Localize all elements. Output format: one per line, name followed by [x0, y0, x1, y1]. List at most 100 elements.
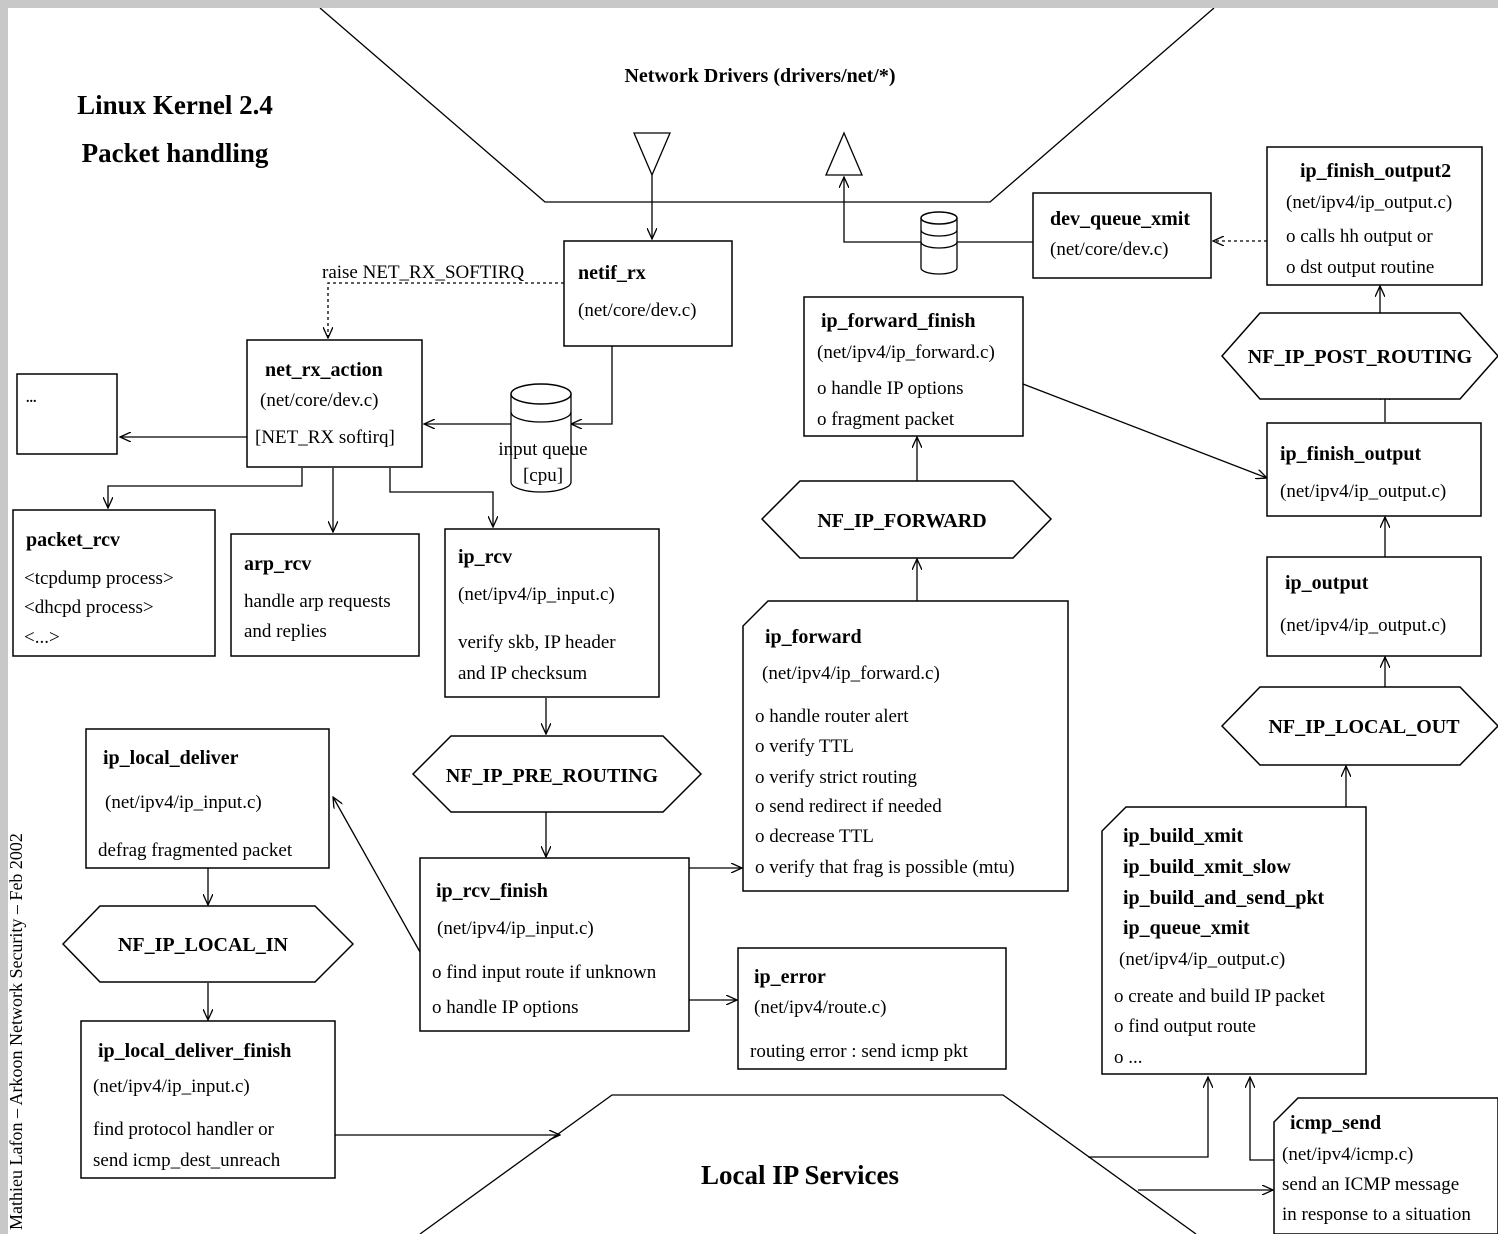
ip-rcv-line1: verify skb, IP header [458, 632, 616, 653]
hook-forward-label: NF_IP_FORWARD [817, 510, 986, 532]
ip-finish-output-file: (net/ipv4/ip_output.c) [1280, 481, 1446, 502]
icmp-send-name: icmp_send [1290, 1112, 1381, 1134]
ip-error-line1: routing error : send icmp pkt [750, 1041, 969, 1062]
diagram-title-line2: Packet handling [82, 138, 269, 168]
input-queue-cpu-label: [cpu] [523, 465, 563, 486]
ip-local-deliver-finish-line2: send icmp_dest_unreach [93, 1150, 281, 1171]
ip-error-name: ip_error [754, 966, 826, 988]
unknown-handler-name: ... [26, 391, 37, 406]
packet-rcv-line2: <dhcpd process> [24, 597, 154, 618]
ip-build-xmit-line2: o find output route [1114, 1016, 1256, 1037]
hook-nf-ip-local-out: NF_IP_LOCAL_OUT [1220, 686, 1498, 766]
box-unknown-handler: ... [16, 373, 118, 455]
ip-forward-finish-line1: o handle IP options [817, 378, 964, 399]
ip-rcv-line2: and IP checksum [458, 663, 587, 684]
packet-rcv-line3: <...> [24, 627, 60, 648]
hook-nf-ip-post-routing: NF_IP_POST_ROUTING [1220, 312, 1498, 400]
hook-local-out-label: NF_IP_LOCAL_OUT [1268, 716, 1460, 738]
ip-output-file: (net/ipv4/ip_output.c) [1280, 615, 1446, 636]
netif-rx-file: (net/core/dev.c) [578, 300, 697, 321]
ip-rcv-file: (net/ipv4/ip_input.c) [458, 584, 615, 605]
network-drivers-block: Network Drivers (drivers/net/*) [319, 7, 1215, 203]
local-ip-services-label: Local IP Services [701, 1160, 899, 1190]
box-packet-rcv: packet_rcv <tcpdump process> <dhcpd proc… [12, 509, 216, 657]
box-ip-build-xmit: ip_build_xmit ip_build_xmit_slow ip_buil… [1101, 806, 1367, 1075]
ip-local-deliver-finish-name: ip_local_deliver_finish [98, 1040, 291, 1062]
arp-rcv-line2: and replies [244, 621, 327, 642]
ip-forward-line3: o verify strict routing [755, 767, 917, 788]
dev-queue-xmit-name: dev_queue_xmit [1050, 208, 1190, 230]
ip-rcv-name: ip_rcv [458, 546, 512, 568]
ip-forward-file: (net/ipv4/ip_forward.c) [762, 663, 940, 684]
hook-nf-ip-pre-routing: NF_IP_PRE_ROUTING [411, 735, 703, 813]
tx-triangle-icon [825, 131, 863, 176]
rx-triangle-icon [633, 132, 671, 177]
ip-build-and-send-pkt-name: ip_build_and_send_pkt [1123, 887, 1325, 909]
ip-local-deliver-name: ip_local_deliver [103, 747, 239, 769]
net-rx-action-line1: [NET_RX softirq] [255, 427, 395, 448]
ip-rcv-finish-name: ip_rcv_finish [436, 880, 548, 902]
box-dev-queue-xmit: dev_queue_xmit (net/core/dev.c) [1032, 192, 1212, 279]
ip-forward-finish-file: (net/ipv4/ip_forward.c) [817, 342, 995, 363]
hook-post-routing-label: NF_IP_POST_ROUTING [1248, 346, 1473, 368]
hook-nf-ip-forward: NF_IP_FORWARD [760, 480, 1053, 559]
ip-rcv-finish-file: (net/ipv4/ip_input.c) [437, 918, 594, 939]
box-netif-rx: netif_rx (net/core/dev.c) [563, 240, 733, 347]
packet-rcv-line1: <tcpdump process> [24, 568, 174, 589]
box-ip-error: ip_error (net/ipv4/route.c) routing erro… [737, 947, 1007, 1070]
packet-rcv-name: packet_rcv [26, 529, 120, 551]
ip-local-deliver-file: (net/ipv4/ip_input.c) [105, 792, 262, 813]
box-ip-local-deliver: ip_local_deliver (net/ipv4/ip_input.c) d… [85, 728, 330, 869]
ip-finish-output2-name: ip_finish_output2 [1300, 160, 1451, 182]
box-ip-forward: ip_forward (net/ipv4/ip_forward.c) o han… [742, 600, 1069, 892]
window-frame-left [0, 0, 8, 1234]
ip-finish-output-name: ip_finish_output [1280, 443, 1422, 465]
ip-finish-output2-file: (net/ipv4/ip_output.c) [1286, 192, 1452, 213]
ip-forward-line4: o send redirect if needed [755, 796, 942, 817]
ip-build-xmit-file: (net/ipv4/ip_output.c) [1119, 949, 1285, 970]
netif-rx-name: netif_rx [578, 262, 646, 284]
ip-queue-xmit-name: ip_queue_xmit [1123, 917, 1250, 939]
input-queue-icon [510, 383, 572, 493]
ip-finish-output2-line1: o calls hh output or [1286, 226, 1433, 247]
hook-pre-routing-label: NF_IP_PRE_ROUTING [446, 765, 659, 787]
ip-forward-line1: o handle router alert [755, 706, 909, 727]
ip-error-file: (net/ipv4/route.c) [754, 997, 886, 1018]
icmp-send-line1: send an ICMP message [1282, 1174, 1459, 1195]
box-net-rx-action: net_rx_action (net/core/dev.c) [NET_RX s… [246, 339, 423, 468]
ip-forward-line2: o verify TTL [755, 736, 854, 757]
ip-rcv-finish-line2: o handle IP options [432, 997, 579, 1018]
icmp-send-file: (net/ipv4/icmp.c) [1282, 1144, 1413, 1165]
ip-local-deliver-finish-line1: find protocol handler or [93, 1119, 275, 1140]
ip-finish-output2-line2: o dst output routine [1286, 257, 1434, 278]
arp-rcv-name: arp_rcv [244, 553, 311, 575]
box-ip-finish-output: ip_finish_output (net/ipv4/ip_output.c) [1266, 422, 1482, 517]
ip-output-name: ip_output [1285, 572, 1369, 594]
ip-local-deliver-finish-file: (net/ipv4/ip_input.c) [93, 1076, 250, 1097]
ip-build-xmit-line3: o ... [1114, 1047, 1143, 1068]
credit-text: Mathieu Lafon – Arkoon Network Security … [6, 833, 26, 1230]
hook-local-in-label: NF_IP_LOCAL_IN [118, 934, 289, 956]
output-queue-icon [920, 211, 958, 275]
input-queue-label: input queue [498, 439, 587, 460]
local-ip-services-block: Local IP Services [419, 1094, 1197, 1234]
ip-build-xmit-name: ip_build_xmit [1123, 825, 1243, 847]
dev-queue-xmit-file: (net/core/dev.c) [1050, 239, 1169, 260]
net-rx-action-name: net_rx_action [265, 359, 383, 381]
ip-forward-line6: o verify that frag is possible (mtu) [755, 857, 1015, 878]
box-ip-rcv: ip_rcv (net/ipv4/ip_input.c) verify skb,… [444, 528, 660, 698]
net-rx-action-file: (net/core/dev.c) [260, 390, 379, 411]
ip-rcv-finish-line1: o find input route if unknown [432, 962, 657, 983]
diagram-title-line1: Linux Kernel 2.4 [77, 90, 273, 120]
hook-nf-ip-local-in: NF_IP_LOCAL_IN [61, 905, 355, 983]
ip-build-xmit-line1: o create and build IP packet [1114, 986, 1326, 1007]
arp-rcv-line1: handle arp requests [244, 591, 391, 612]
box-ip-finish-output2: ip_finish_output2 (net/ipv4/ip_output.c)… [1266, 146, 1483, 286]
softirq-label: raise NET_RX_SOFTIRQ [322, 262, 524, 283]
ip-forward-finish-name: ip_forward_finish [821, 310, 975, 332]
ip-forward-finish-line2: o fragment packet [817, 409, 955, 430]
ip-forward-name: ip_forward [765, 626, 862, 648]
ip-local-deliver-line1: defrag fragmented packet [98, 840, 293, 861]
network-drivers-label: Network Drivers (drivers/net/*) [624, 65, 895, 87]
